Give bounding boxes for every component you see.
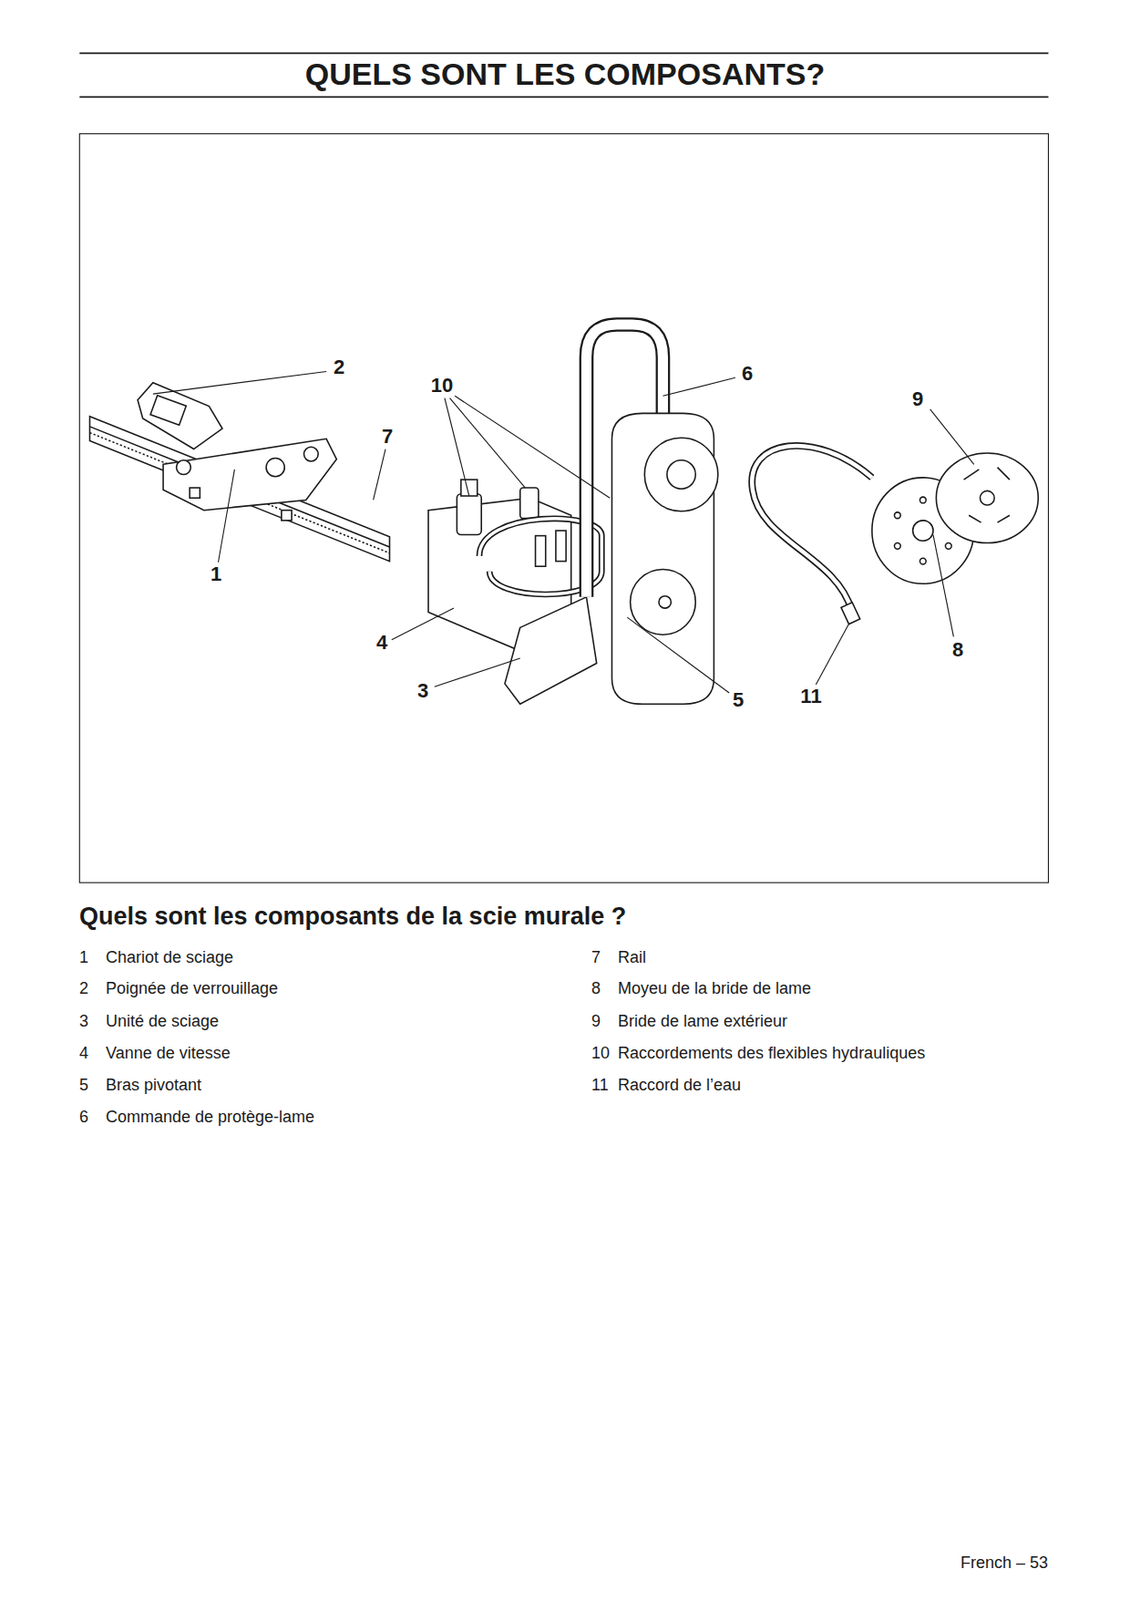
list-number: 8 [591, 978, 601, 998]
callout-number: 8 [950, 637, 966, 662]
callout-number: 1 [208, 562, 224, 586]
rule [79, 51, 1048, 54]
wall-saw-drawing [89, 324, 1038, 704]
list-number: 5 [79, 1075, 89, 1095]
part-name: Vanne de vitesse [105, 1043, 231, 1063]
list-number: 2 [79, 978, 89, 998]
callout-number: 9 [910, 387, 925, 411]
list-number: 11 [591, 1075, 609, 1095]
list-number: 4 [79, 1043, 89, 1063]
part-name: Raccordements des flexibles hydrauliques [617, 1043, 925, 1063]
page-title: QUELS SONT LES COMPOSANTS? [0, 56, 1130, 93]
part-name: Rail [617, 947, 647, 967]
part-name: Commande de protège-lame [105, 1107, 315, 1127]
part-name: Moyeu de la bride de lame [617, 978, 812, 998]
callout-number: 5 [730, 688, 746, 712]
callout-number: 6 [739, 361, 755, 386]
list-number: 3 [79, 1011, 89, 1031]
rule [79, 96, 1048, 99]
part-name: Poignée de verrouillage [105, 978, 278, 998]
part-name: Unité de sciage [105, 1011, 219, 1031]
callout-number: 4 [374, 630, 390, 655]
list-number: 10 [591, 1043, 610, 1063]
part-name: Bride de lame extérieur [617, 1011, 788, 1031]
page-footer: French – 53 [960, 1552, 1048, 1572]
callout-number: 3 [415, 678, 431, 703]
figure-frame [79, 133, 1048, 883]
callout-number: 10 [429, 373, 455, 398]
list-number: 6 [79, 1107, 89, 1127]
callout-number: 11 [798, 684, 823, 709]
leader-lines [153, 370, 975, 693]
part-name: Raccord de l’eau [617, 1075, 741, 1095]
callout-number: 2 [331, 355, 347, 380]
list-number: 9 [591, 1011, 601, 1031]
part-name: Bras pivotant [105, 1075, 202, 1095]
list-number: 7 [591, 947, 601, 967]
callout-number: 7 [380, 424, 395, 449]
section-heading: Quels sont les composants de la scie mur… [79, 902, 627, 931]
list-number: 1 [79, 947, 89, 967]
part-name: Chariot de sciage [105, 947, 234, 967]
